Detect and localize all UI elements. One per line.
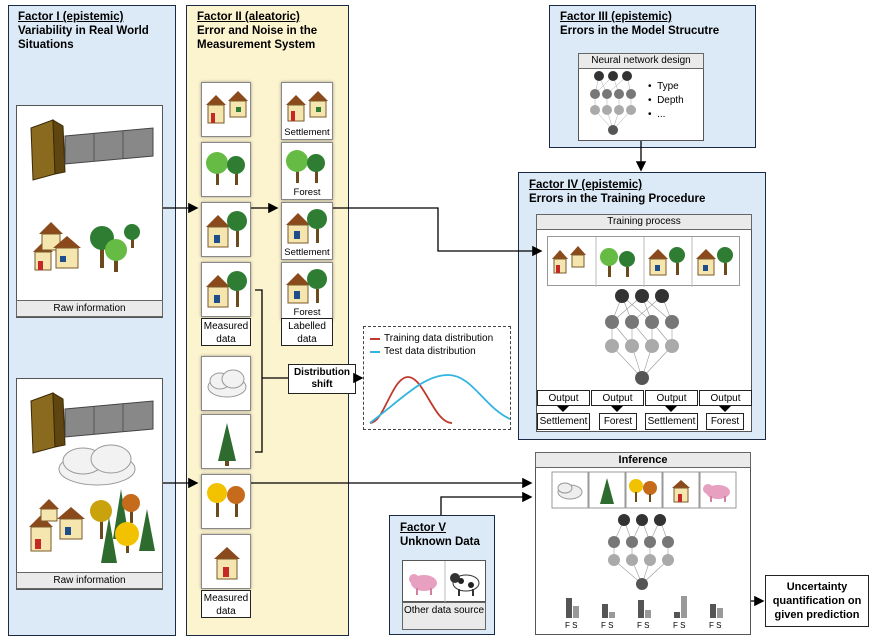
neural-network-icon-training [605,289,679,385]
factor3-title: Factor III (epistemic)Errors in the Mode… [560,11,720,37]
measured-tile-cloud [201,356,251,411]
measured-tile-3 [201,202,251,257]
house-tree-image [286,209,327,244]
measured-tile-conifer [201,414,251,469]
nn-design-caption: Neural network design [578,53,704,69]
distribution-chart: Training data distribution Test data dis… [363,326,511,430]
bullet-more: • ... [648,109,666,120]
raw-information-caption-2: Raw information [16,572,163,589]
bars-label-5: F S [709,621,722,630]
bars-label-3: F S [637,621,650,630]
output-arrowheads [557,406,731,412]
raw-information-caption-1: Raw information [16,300,163,317]
output-box-3: Output [645,390,698,406]
prediction-forest-1: Forest [599,413,637,430]
house-tree-image-2 [286,269,327,304]
label-forest-2: Forest [293,307,321,318]
measured-tile-2 [201,142,251,197]
output-box-4: Output [699,390,752,406]
raw-info-panel-2 [16,378,163,590]
bullet-type: • Type [648,81,679,92]
factor4-title: Factor IV (epistemic)Errors in the Train… [529,179,706,205]
measured-data-caption: Measured data [201,318,251,346]
uncertainty-quantification-box: Uncertainty quantification on given pred… [765,575,869,627]
prediction-settlement-1: Settlement [537,413,590,430]
training-process-caption: Training process [536,214,752,230]
measured-tile-4 [201,262,251,317]
measured-data-caption-2: Measured data [201,590,251,618]
distribution-curves [369,338,511,424]
inference-images-strip [551,471,737,510]
measured-tile-autumn [201,474,251,529]
house-image [214,547,240,580]
satellite-scene-illustration-2 [29,392,155,563]
label-settlement: Settlement [284,127,330,138]
factor2-title: Factor II (aleatoric)Error and Noise in … [197,11,318,51]
output-box-1: Output [537,390,590,406]
autumn-trees-image [207,483,245,517]
legend-test: Test data distribution [384,346,476,357]
conifer-tree-image [218,423,236,466]
uncertainty-bar-charts [566,596,723,618]
houses-image [206,91,248,124]
distribution-shift-box: Distribution shift [288,364,356,394]
bars-label-4: F S [673,621,686,630]
other-data-images [402,560,486,603]
label-settlement-2: Settlement [284,247,330,258]
prediction-forest-2: Forest [706,413,744,430]
neural-network-icon [590,71,636,135]
satellite-scene-illustration [30,119,154,272]
raw-info-panel-1 [16,105,163,318]
factor1-title: Factor I (epistemic)Variability in Real … [18,11,149,51]
labelled-data-caption: Labelled data [281,318,333,346]
prediction-settlement-2: Settlement [645,413,698,430]
bars-label-2: F S [601,621,614,630]
labelled-tile-3: Settlement [281,202,333,260]
house-tree-image-2 [206,271,247,308]
cloud-image [207,369,247,398]
training-images-strip [547,236,740,287]
bars-label-1: F S [565,621,578,630]
output-box-2: Output [591,390,644,406]
neural-network-icon-inference [608,514,674,590]
measured-tile-house [201,534,251,589]
trees-image [286,150,325,183]
labelled-tile-4: Forest [281,262,333,320]
houses-image [286,91,328,122]
other-data-source-caption: Other data source [402,602,486,630]
measured-tile-1 [201,82,251,137]
legend-training: Training data distribution [384,333,494,344]
inference-caption: Inference [535,452,751,468]
label-forest: Forest [293,187,321,198]
labelled-tile-1: Settlement [281,82,333,140]
nn-bullets: • Type • Depth • ... [648,80,684,122]
house-tree-image [206,211,247,248]
trees-image [206,152,245,185]
bullet-depth: • Depth [648,95,684,106]
labelled-tile-2: Forest [281,142,333,200]
